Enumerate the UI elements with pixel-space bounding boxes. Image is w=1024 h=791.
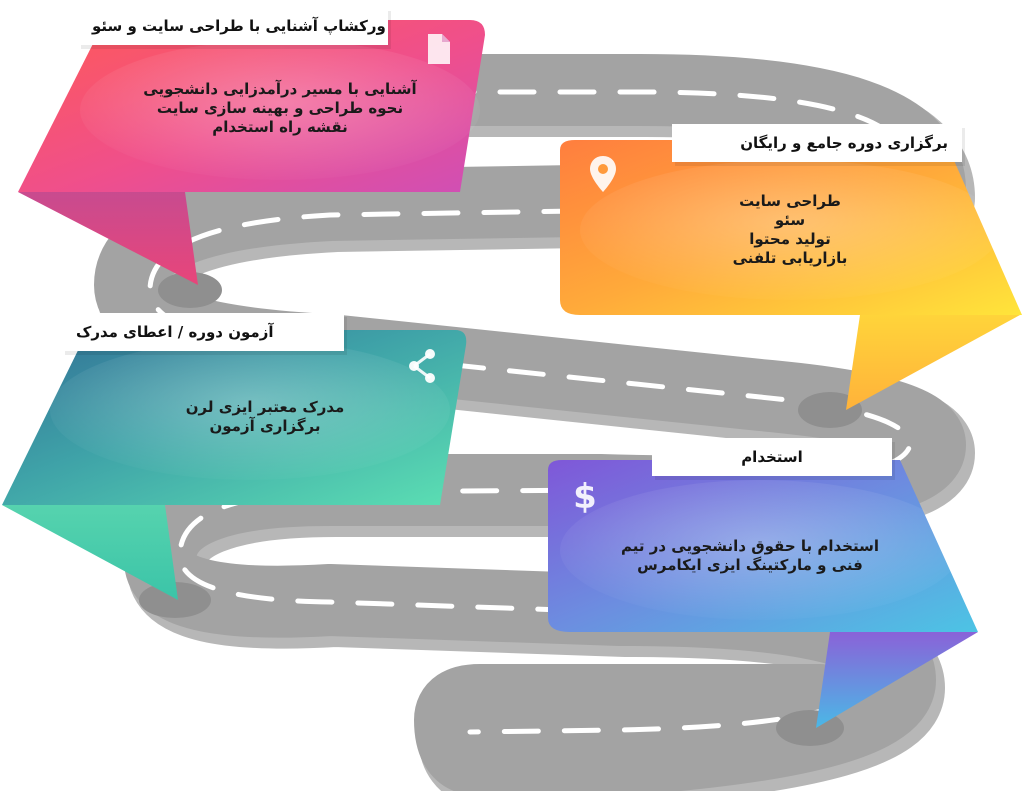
step-card-4 [548, 460, 978, 728]
step-4-title: استخدام [652, 438, 892, 476]
dollar-icon: $ [573, 477, 597, 517]
step-card-1 [18, 20, 485, 285]
step-2-title: برگزاری دوره جامع و رایگان [672, 124, 962, 162]
step-card-3 [2, 330, 467, 600]
card-tail [2, 505, 178, 600]
share-icon [409, 349, 435, 383]
step-2-line: بازاریابی تلفنی [732, 249, 848, 267]
step-1-line: آشنایی با مسیر درآمدزایی دانشجویی [143, 80, 417, 98]
card-tail [846, 315, 1020, 410]
pin-shadow [158, 272, 222, 308]
step-3-title: آزمون دوره / اعطای مدرک [62, 313, 344, 351]
step-3-description: مدرک معتبر ایزی لرن برگزاری آزمون [130, 398, 400, 436]
step-4-line: فنی و مارکتینگ ایزی ایکامرس [637, 556, 863, 574]
step-2-line: تولید محتوا [749, 230, 831, 248]
step-2-line: سئو [774, 211, 806, 229]
step-2-description: طراحی سایت سئو تولید محتوا بازاریابی تلف… [660, 192, 920, 268]
location-pin-icon [590, 156, 616, 192]
step-3-line: مدرک معتبر ایزی لرن [185, 398, 345, 416]
step-1-description: آشنایی با مسیر درآمدزایی دانشجویی نحوه ط… [110, 80, 450, 137]
document-icon [428, 34, 450, 64]
card-tail [816, 632, 978, 728]
step-2-line: طراحی سایت [739, 192, 841, 210]
step-1-line: نحوه طراحی و بهینه سازی سایت [156, 99, 404, 117]
step-1-line: نقشه راه استخدام [212, 118, 348, 136]
step-4-line: استخدام با حقوق دانشجویی در تیم [620, 537, 880, 555]
step-4-description: استخدام با حقوق دانشجویی در تیم فنی و ما… [605, 537, 895, 575]
card-tail [18, 192, 198, 285]
step-card-2 [560, 140, 1022, 410]
pin-shadow [139, 582, 211, 618]
step-1-title: ورکشاپ آشنایی با طراحی سایت و سئو [78, 7, 388, 45]
pin-shadow [798, 392, 862, 428]
step-3-line: برگزاری آزمون [209, 417, 321, 435]
svg-text:$: $ [573, 477, 597, 517]
